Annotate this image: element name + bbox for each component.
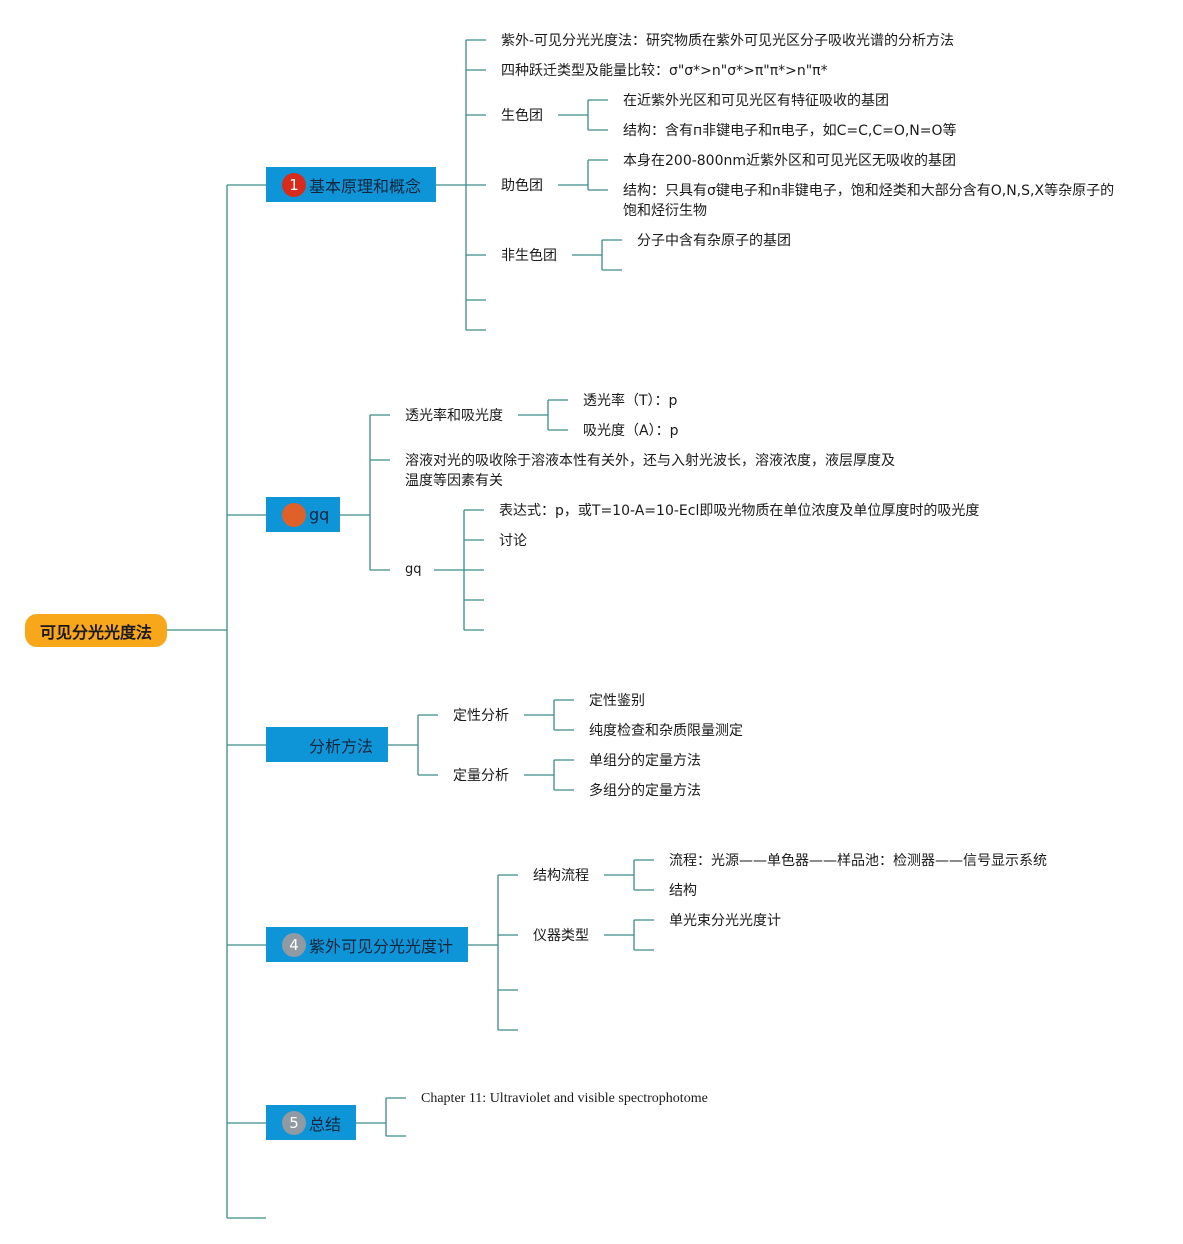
branch-basic-principles[interactable]: 1 基本原理和概念 xyxy=(266,167,436,202)
node-transition-types[interactable]: 四种跃迁类型及能量比较：σ"σ*>n"σ*>π"π*>n"π* xyxy=(501,63,828,79)
node-absorbance[interactable]: 吸光度（A）：p xyxy=(583,423,679,439)
node-qualitative-identification[interactable]: 定性鉴别 xyxy=(589,693,645,709)
branch-label: 紫外可见分光光度计 xyxy=(309,936,454,956)
root-label: 可见分光光度法 xyxy=(39,622,152,642)
node-auxochrome-definition[interactable]: 本身在200-800nm近紫外区和可见光区无吸收的基团 xyxy=(623,153,957,169)
node-non-chromophore[interactable]: 非生色团 xyxy=(501,248,557,264)
node-chromophore-definition[interactable]: 在近紫外光区和可见光区有特征吸收的基团 xyxy=(623,93,889,109)
node-purity-check[interactable]: 纯度检查和杂质限量测定 xyxy=(589,723,743,739)
number-marker-icon: 1 xyxy=(282,172,306,197)
node-auxochrome[interactable]: 助色团 xyxy=(501,178,543,194)
node-auxochrome-structure[interactable]: 结构：只具有σ键电子和n非键电子，饱和烃类和大部分含有O,N,S,X等杂原子的饱… xyxy=(623,183,1115,219)
root-node[interactable]: 可见分光光度法 xyxy=(25,614,167,647)
branch-label: 基本原理和概念 xyxy=(309,176,422,196)
node-transmittance[interactable]: 透光率（T）：p xyxy=(583,393,678,409)
branch-label: 总结 xyxy=(309,1114,342,1134)
node-single-component[interactable]: 单组分的定量方法 xyxy=(589,753,701,769)
branch-spectrophotometer[interactable]: 4 紫外可见分光光度计 xyxy=(266,927,468,962)
branch-label: gq xyxy=(309,505,330,524)
number-marker-icon xyxy=(282,732,306,757)
node-structure-flow[interactable]: 结构流程 xyxy=(533,868,589,884)
node-chromophore[interactable]: 生色团 xyxy=(501,108,543,124)
node-expression[interactable]: 表达式：p，或T=10-A=10-Ecl即吸光物质在单位浓度及单位厚度时的吸光度 xyxy=(499,503,980,519)
node-chromophore-structure[interactable]: 结构：含有п非键电子和π电子，如C=C,C=O,N=O等 xyxy=(623,123,957,139)
node-chapter-title[interactable]: Chapter 11: Ultraviolet and visible spec… xyxy=(421,1091,708,1106)
node-non-chromophore-definition[interactable]: 分子中含有杂原子的基团 xyxy=(637,233,791,249)
branch-label: 分析方法 xyxy=(309,736,374,756)
number-marker-icon: 5 xyxy=(282,1110,306,1135)
node-multi-component[interactable]: 多组分的定量方法 xyxy=(589,783,701,799)
branch-summary[interactable]: 5 总结 xyxy=(266,1105,356,1140)
node-structure[interactable]: 结构 xyxy=(669,883,697,899)
node-transmittance-absorbance[interactable]: 透光率和吸光度 xyxy=(405,408,503,424)
number-marker-icon: 4 xyxy=(282,932,306,957)
node-discussion[interactable]: 讨论 xyxy=(499,533,527,549)
number-marker-icon xyxy=(282,502,306,527)
branch-2[interactable]: gq xyxy=(266,497,340,532)
node-flow[interactable]: 流程：光源——单色器——样品池：检测器——信号显示系统 xyxy=(669,853,1047,869)
node-absorption-factors[interactable]: 溶液对光的吸收除于溶液本性有关外，还与入射光波长，溶液浓度，液层厚度及温度等因素… xyxy=(405,453,895,489)
branch-analysis-methods[interactable]: 分析方法 xyxy=(266,727,388,762)
node-qualitative-analysis[interactable]: 定性分析 xyxy=(453,708,509,724)
node-2-3[interactable]: gq xyxy=(405,562,422,577)
node-single-beam[interactable]: 单光束分光光度计 xyxy=(669,913,781,929)
node-quantitative-analysis[interactable]: 定量分析 xyxy=(453,768,509,784)
node-uv-vis-definition[interactable]: 紫外-可见分光光度法：研究物质在紫外可见光区分子吸收光谱的分析方法 xyxy=(501,33,955,49)
node-instrument-types[interactable]: 仪器类型 xyxy=(533,928,589,944)
